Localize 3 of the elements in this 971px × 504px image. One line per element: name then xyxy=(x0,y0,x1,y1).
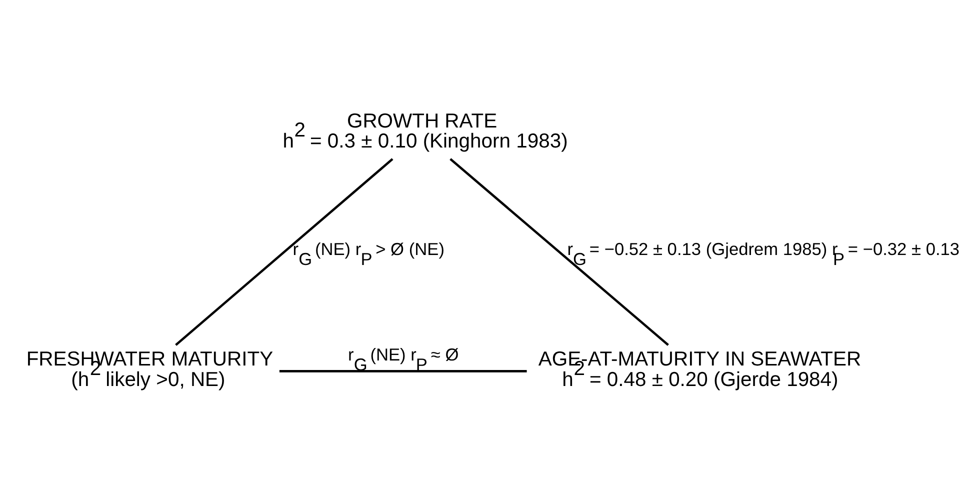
connector xyxy=(278,370,526,372)
connector xyxy=(174,158,393,346)
connector xyxy=(449,158,668,346)
